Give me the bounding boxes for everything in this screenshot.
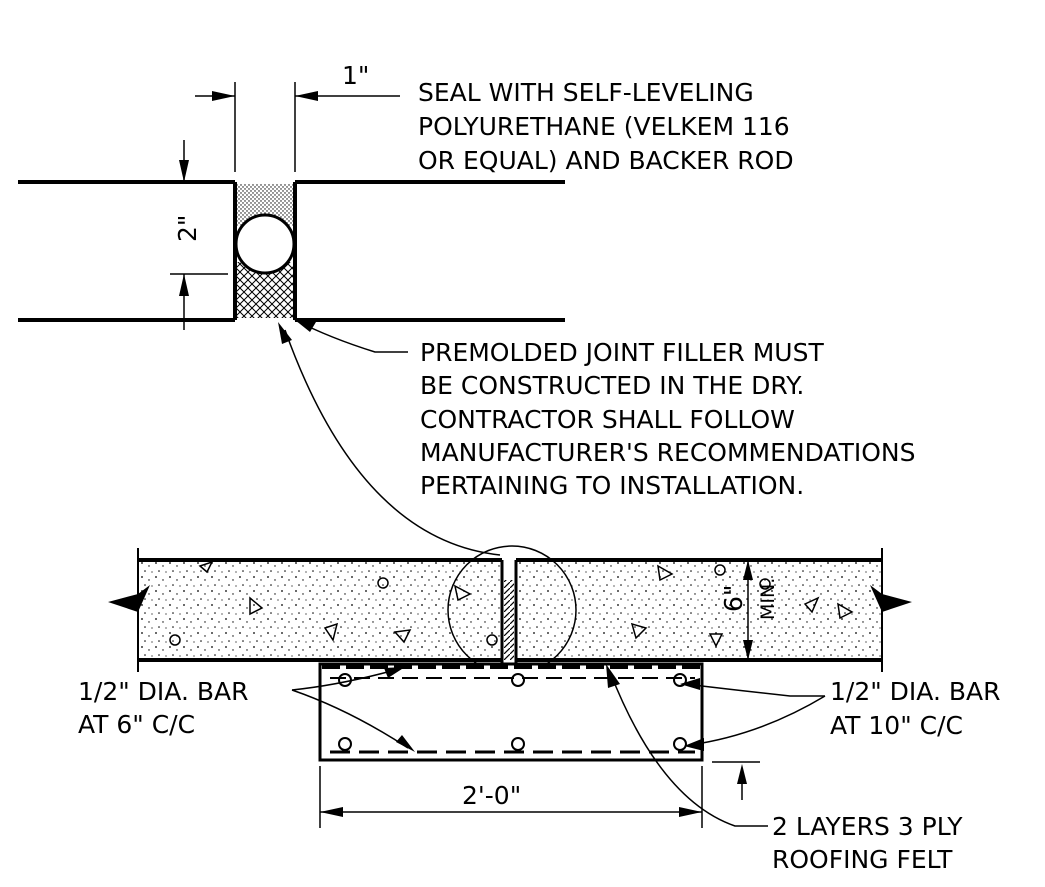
joint-width-dimension: 1" [195, 61, 400, 172]
filler-note: PREMOLDED JOINT FILLER MUST BE CONSTRUCT… [278, 319, 915, 556]
felt-line-2: ROOFING FELT [772, 845, 953, 874]
filler-note-line-3: CONTRACTOR SHALL FOLLOW [420, 405, 795, 434]
dim-sleeper-width: 2'-0" [462, 781, 521, 810]
dim-seal-depth: 2" [173, 215, 202, 242]
filler-note-line-5: PERTAINING TO INSTALLATION. [420, 471, 804, 500]
slab-right [516, 560, 882, 660]
joint-filler-section [504, 580, 514, 660]
filler-note-line-1: PREMOLDED JOINT FILLER MUST [420, 338, 824, 367]
sealant-note-line-2: POLYURETHANE (VELKEM 116 [418, 112, 790, 141]
sleeper-width-dimension: 2'-0" [319, 766, 703, 828]
slab-section [108, 545, 912, 762]
filler-note-line-4: MANUFACTURER'S RECOMMENDATIONS [420, 438, 915, 467]
bar-note-left: 1/2" DIA. BAR AT 6" C/C [78, 667, 415, 752]
bar-right-line-2: AT 10" C/C [830, 711, 963, 740]
dim-slab-thickness: 6" [719, 585, 748, 612]
slab-left [138, 560, 502, 660]
dim-joint-width: 1" [342, 61, 369, 90]
bar-note-right: 1/2" DIA. BAR AT 10" C/C [680, 677, 1000, 751]
filler-note-line-2: BE CONSTRUCTED IN THE DRY. [420, 371, 804, 400]
felt-line-1: 2 LAYERS 3 PLY [772, 812, 963, 841]
seal-depth-dimension: 2" [170, 140, 228, 330]
bar-right-line-1: 1/2" DIA. BAR [830, 677, 1000, 706]
sealant-note-line-1: SEAL WITH SELF-LEVELING [418, 78, 754, 107]
bar-left-line-2: AT 6" C/C [78, 710, 195, 739]
dim-slab-min: MIN. [757, 578, 779, 620]
backer-rod [234, 213, 296, 275]
sealant-note-line-3: OR EQUAL) AND BACKER ROD [418, 146, 794, 175]
enlarged-joint-detail [18, 180, 565, 322]
felt-note: 2 LAYERS 3 PLY ROOFING FELT [606, 664, 963, 874]
sealant-note: SEAL WITH SELF-LEVELING POLYURETHANE (VE… [418, 78, 794, 175]
bar-left-line-1: 1/2" DIA. BAR [78, 677, 248, 706]
sleeper-depth-arrow [712, 761, 760, 800]
slab-thickness-dimension: 6" MIN. [719, 560, 779, 660]
